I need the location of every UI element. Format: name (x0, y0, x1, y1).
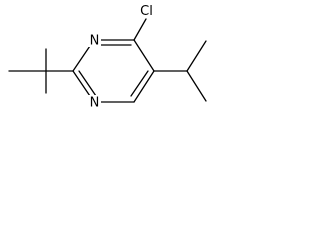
atom-label-chlorine: Cl (140, 4, 153, 19)
chlorine-mask (137, 3, 156, 18)
bond-c4-cl (133, 18, 147, 41)
atom-labels: N N Cl (88, 3, 156, 111)
chloro-substituent (133, 18, 147, 41)
bond-isopropyl-methyl-up (186, 40, 207, 72)
atom-label-n-top: N (90, 34, 100, 49)
bond-c2-n1-inner (78, 70, 97, 97)
atom-label-n-bottom: N (90, 96, 100, 111)
bond-c5-c6-outer (133, 70, 155, 103)
n-bottom-mask (88, 95, 101, 109)
tert-butyl-group (8, 48, 74, 94)
molecule-drawing: N N Cl (8, 3, 207, 111)
n-top-mask (88, 33, 101, 47)
bond-c5-c6-inner (130, 70, 149, 97)
bond-c4-c5 (133, 39, 155, 72)
bond-isopropyl-methyl-down (186, 70, 207, 102)
structure-diagram: N N Cl (0, 0, 226, 120)
isopropyl-group (153, 40, 207, 102)
pyrimidine-ring (72, 39, 155, 103)
